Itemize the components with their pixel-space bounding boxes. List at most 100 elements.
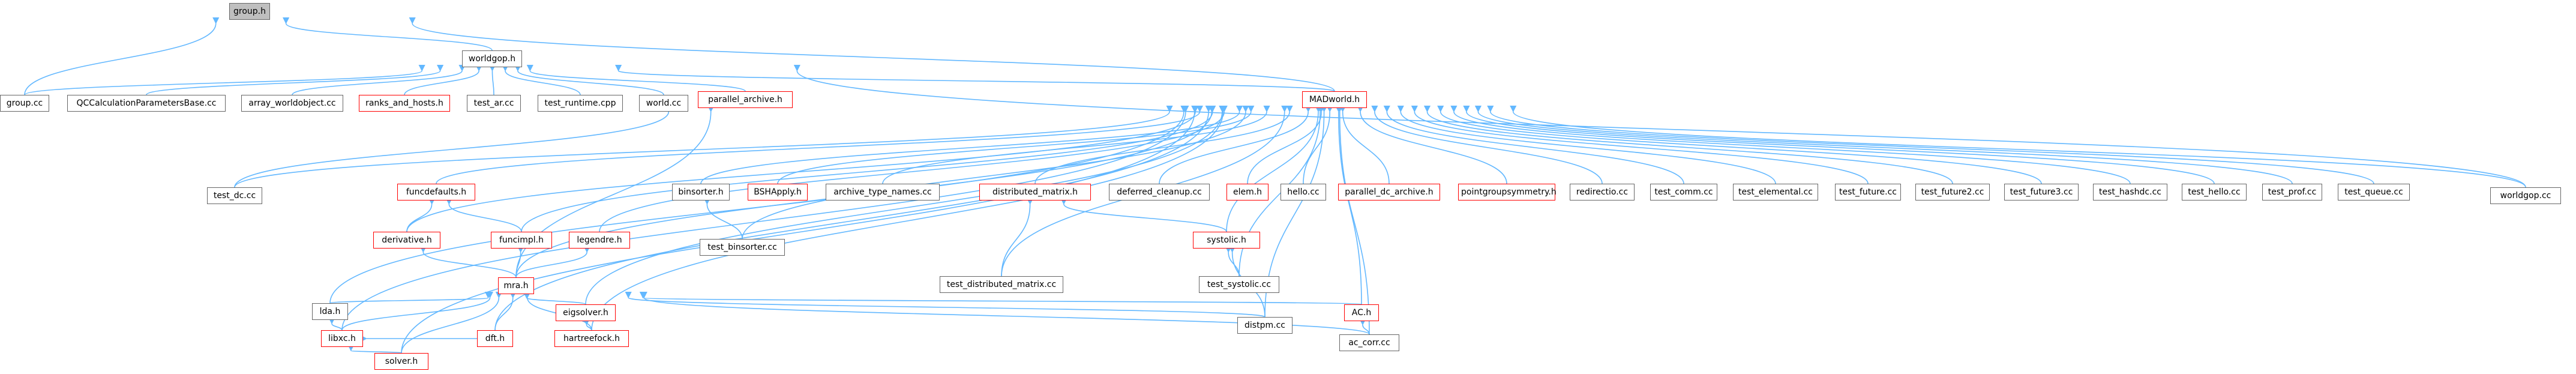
dependency-edge bbox=[599, 105, 1228, 232]
dependency-edge bbox=[1335, 105, 1362, 305]
dependency-edge bbox=[515, 246, 590, 278]
node-label: elem.h bbox=[1232, 187, 1262, 197]
dependency-edge bbox=[1371, 105, 1603, 184]
dependency-edge bbox=[419, 246, 517, 278]
node-label: worldgop.h bbox=[468, 54, 516, 64]
dependency-edge bbox=[488, 64, 496, 95]
node-label: parallel_archive.h bbox=[708, 95, 782, 104]
node-worldgop-h[interactable]: worldgop.h bbox=[462, 50, 522, 67]
node-deferred-cleanup-cc[interactable]: deferred_cleanup.cc bbox=[1109, 184, 1210, 201]
node-test-dc-cc[interactable]: test_dc.cc bbox=[207, 187, 262, 204]
node-label: dft.h bbox=[485, 334, 505, 343]
node-label: hello.cc bbox=[1287, 187, 1320, 197]
dependency-edge bbox=[347, 344, 402, 354]
node-binsorter-h[interactable]: binsorter.h bbox=[672, 184, 730, 201]
dependency-edge bbox=[328, 317, 343, 331]
node-label: BSHApply.h bbox=[754, 187, 802, 197]
node-ac-corr-cc[interactable]: ac_corr.cc bbox=[1339, 334, 1399, 351]
node-pointgroupsymmetry-h[interactable]: pointgroupsymmetry.h bbox=[1458, 184, 1557, 201]
node-group-cc[interactable]: group.cc bbox=[0, 95, 49, 112]
node-label: pointgroupsymmetry.h bbox=[1461, 187, 1557, 197]
node-legendre-h[interactable]: legendre.h bbox=[569, 232, 630, 249]
dependency-edge bbox=[638, 291, 1362, 305]
node-test-future2-cc[interactable]: test_future2.cc bbox=[1915, 184, 1990, 201]
dependency-edge bbox=[24, 17, 220, 95]
node-label: distpm.cc bbox=[1244, 321, 1285, 330]
node-distpm-cc[interactable]: distpm.cc bbox=[1237, 317, 1293, 334]
dependency-edge bbox=[1474, 105, 2293, 184]
node-test-runtime-cpp[interactable]: test_runtime.cpp bbox=[538, 95, 623, 112]
node-hartreefock-h[interactable]: hartreefock.h bbox=[554, 330, 629, 347]
node-parallel-archive-h[interactable]: parallel_archive.h bbox=[698, 91, 793, 108]
dependency-edge bbox=[404, 64, 482, 95]
dependency-edge bbox=[1397, 105, 1776, 184]
node-worldgop-cc[interactable]: worldgop.cc bbox=[2490, 187, 2561, 204]
node-funcimpl-h[interactable]: funcimpl.h bbox=[491, 232, 552, 249]
node-test-elemental-cc[interactable]: test_elemental.cc bbox=[1733, 184, 1818, 201]
node-label: test_dc.cc bbox=[213, 191, 256, 201]
node-label: lda.h bbox=[319, 307, 341, 316]
node-test-hashdc-cc[interactable]: test_hashdc.cc bbox=[2093, 184, 2167, 201]
node-test-distributed-matrix-cc[interactable]: test_distributed_matrix.cc bbox=[940, 276, 1063, 293]
dependency-edge bbox=[1450, 105, 2131, 184]
node-test-comm-cc[interactable]: test_comm.cc bbox=[1650, 184, 1717, 201]
node-archive-type-names-cc[interactable]: archive_type_names.cc bbox=[826, 184, 940, 201]
node-libxc-h[interactable]: libxc.h bbox=[321, 330, 363, 347]
node-label: funcdefaults.h bbox=[406, 187, 467, 197]
dependency-edge bbox=[234, 105, 1173, 188]
node-test-prof-cc[interactable]: test_prof.cc bbox=[2262, 184, 2322, 201]
dependency-edge bbox=[1336, 105, 1370, 335]
node-ranks-and-hosts-h[interactable]: ranks_and_hosts.h bbox=[359, 95, 450, 112]
node-solver-h[interactable]: solver.h bbox=[374, 353, 428, 370]
node-test-binsorter-cc[interactable]: test_binsorter.cc bbox=[700, 239, 785, 256]
node-label: test_hashdc.cc bbox=[2099, 187, 2161, 197]
node-dft-h[interactable]: dft.h bbox=[477, 330, 513, 347]
node-test-hello-cc[interactable]: test_hello.cc bbox=[2182, 184, 2247, 201]
node-qccalculationparametersbase-cc[interactable]: QCCalculationParametersBase.cc bbox=[67, 95, 226, 112]
node-derivative-h[interactable]: derivative.h bbox=[373, 232, 440, 249]
node-label: test_ar.cc bbox=[473, 98, 514, 108]
node-systolic-h[interactable]: systolic.h bbox=[1193, 232, 1260, 249]
node-bshapply-h[interactable]: BSHApply.h bbox=[748, 184, 808, 201]
node-elem-h[interactable]: elem.h bbox=[1226, 184, 1268, 201]
dependency-edge bbox=[614, 64, 1335, 92]
node-label: test_future.cc bbox=[1839, 187, 1897, 197]
dependency-edge bbox=[1159, 105, 1312, 184]
node-label: redirectio.cc bbox=[1576, 187, 1629, 197]
node-label: array_worldobject.cc bbox=[248, 98, 336, 108]
node-label: mra.h bbox=[503, 281, 529, 291]
node-distributed-matrix-h[interactable]: distributed_matrix.h bbox=[979, 184, 1091, 201]
node-ac-h[interactable]: AC.h bbox=[1344, 304, 1379, 321]
node-funcdefaults-h[interactable]: funcdefaults.h bbox=[397, 184, 475, 201]
node-parallel-dc-archive-h[interactable]: parallel_dc_archive.h bbox=[1338, 184, 1440, 201]
node-label: binsorter.h bbox=[678, 187, 724, 197]
node-label: test_hello.cc bbox=[2188, 187, 2241, 197]
dependency-edge bbox=[1226, 105, 1322, 232]
node-label: libxc.h bbox=[328, 334, 356, 343]
node-madworld-h[interactable]: MADworld.h bbox=[1302, 91, 1367, 108]
dependency-edge bbox=[514, 64, 664, 95]
node-test-future3-cc[interactable]: test_future3.cc bbox=[2004, 184, 2079, 201]
node-lda-h[interactable]: lda.h bbox=[312, 303, 348, 320]
node-label: AC.h bbox=[1351, 308, 1372, 318]
node-hello-cc[interactable]: hello.cc bbox=[1280, 184, 1326, 201]
node-array-worldobject-cc[interactable]: array_worldobject.cc bbox=[241, 95, 343, 112]
node-test-systolic-cc[interactable]: test_systolic.cc bbox=[1199, 276, 1279, 293]
node-test-ar-cc[interactable]: test_ar.cc bbox=[467, 95, 521, 112]
node-test-queue-cc[interactable]: test_queue.cc bbox=[2338, 184, 2410, 201]
node-mra-h[interactable]: mra.h bbox=[498, 277, 534, 294]
node-redirectio-cc[interactable]: redirectio.cc bbox=[1570, 184, 1635, 201]
node-label: parallel_dc_archive.h bbox=[1345, 187, 1434, 197]
node-eigsolver-h[interactable]: eigsolver.h bbox=[556, 304, 616, 321]
node-label: ranks_and_hosts.h bbox=[365, 98, 443, 108]
node-label: ac_corr.cc bbox=[1348, 338, 1390, 348]
node-label: funcimpl.h bbox=[499, 235, 544, 245]
dependency-edge bbox=[591, 105, 1226, 331]
dependency-edge bbox=[1359, 318, 1370, 335]
node-label: MADworld.h bbox=[1309, 95, 1360, 104]
dependency-edge bbox=[742, 105, 1249, 240]
dependency-edge bbox=[1423, 105, 1953, 184]
node-test-future-cc[interactable]: test_future.cc bbox=[1835, 184, 1901, 201]
node-world-cc[interactable]: world.cc bbox=[639, 95, 688, 112]
